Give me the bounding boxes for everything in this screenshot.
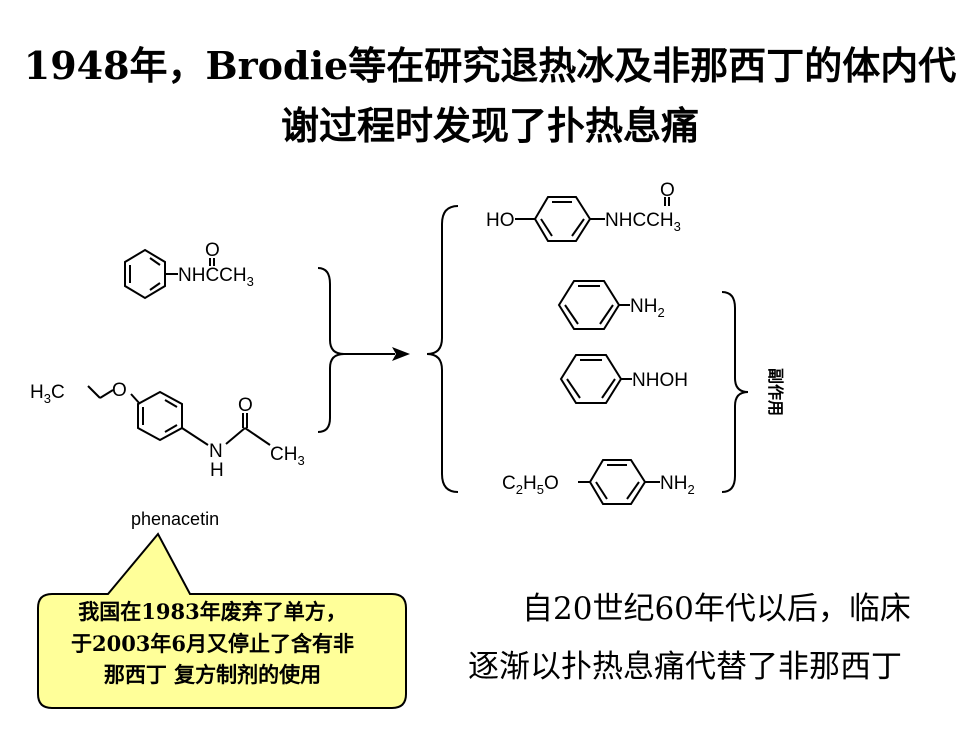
acetanilide-structure	[124, 248, 215, 300]
phenylhydroxylamine-structure	[559, 354, 632, 404]
callout-balloon	[37, 532, 407, 709]
summary-line-1: 自20世纪60年代以后，临床	[522, 591, 911, 627]
phenetidine-nh2: NH2	[660, 473, 695, 497]
title-line-1: 1948年，Brodie等在研究退热冰及非那西丁的体内代	[23, 43, 957, 88]
paracetamol-ring	[533, 196, 592, 242]
phenacetin-carbonyl-o: O	[238, 395, 253, 416]
acetanilide-ring	[124, 248, 166, 300]
side-effects-label: 副作用	[766, 368, 785, 416]
callout-line-1: 我国在1983年废弃了单方，	[78, 599, 347, 624]
reaction-arrow-head	[392, 347, 410, 361]
aniline-structure	[557, 280, 630, 330]
callout-line-3: 那西丁 复方制剂的使用	[103, 662, 322, 687]
summary-line-2: 逐渐以扑热息痛代替了非那西丁	[468, 649, 902, 685]
phenetidine-ring	[588, 459, 647, 505]
phenacetin-ether-o: O	[112, 380, 127, 401]
phenylhydroxylamine-nhoh: NHOH	[632, 370, 688, 391]
paracetamol-structure	[515, 196, 670, 242]
phenacetin-n: N	[209, 441, 223, 462]
phenacetin-h3c: H3C	[30, 382, 65, 406]
left-reactant-brace	[317, 267, 345, 433]
aniline-ring	[557, 280, 621, 330]
phenacetin-h: H	[210, 460, 224, 481]
phenetidine-c2h5o: C2H5O	[502, 473, 559, 497]
acetanilide-carbonyl-o: O	[205, 240, 220, 261]
paracetamol-nhcch3: NHCCH3	[605, 210, 681, 234]
paracetamol-carbonyl-o: O	[660, 180, 675, 201]
phenetidine-structure	[578, 459, 660, 505]
phenacetin-name: phenacetin	[131, 509, 219, 529]
phenacetin-ch3: CH3	[270, 444, 305, 468]
products-brace	[426, 205, 459, 493]
side-effects-brace	[721, 291, 749, 493]
phenylhydroxylamine-ring	[559, 354, 623, 404]
phenacetin-ring	[137, 390, 183, 442]
phenacetin-structure	[87, 385, 271, 446]
title-line-2: 谢过程时发现了扑热息痛	[280, 103, 699, 148]
callout-line-2: 于2003年6月又停止了含有非	[70, 631, 355, 656]
aniline-nh2: NH2	[630, 296, 665, 320]
paracetamol-ho: HO	[486, 210, 515, 231]
acetanilide-nhcch3: NHCCH3	[178, 265, 254, 289]
